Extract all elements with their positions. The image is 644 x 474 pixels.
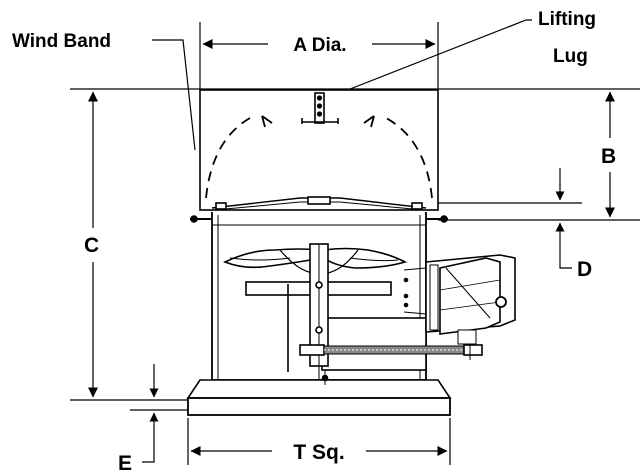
- arc-arrow-right: [363, 115, 375, 128]
- label-lifting: Lifting: [538, 9, 596, 30]
- damper-arc-right: [385, 117, 433, 199]
- motor: [439, 257, 507, 345]
- e-leader: [142, 445, 155, 463]
- impeller: [223, 247, 408, 296]
- label-wind-band: Wind Band: [12, 31, 111, 52]
- damper-arc-left: [205, 117, 251, 199]
- dimension-lines: [70, 19, 640, 465]
- label-lug: Lug: [553, 46, 588, 67]
- wind-band-leader: [152, 39, 196, 151]
- label-a-dia: A Dia.: [293, 35, 346, 56]
- label-b: B: [601, 145, 616, 168]
- curb-base: [186, 379, 452, 416]
- label-e: E: [118, 452, 132, 474]
- label-c: C: [84, 234, 99, 257]
- labels: Wind Band A Dia. Lifting Lug B C D E T S…: [12, 9, 616, 474]
- label-d: D: [577, 258, 592, 281]
- lifting-lug: [301, 92, 339, 124]
- arc-arrow-left: [261, 115, 273, 128]
- label-t-sq: T Sq.: [293, 441, 344, 464]
- d-leader: [559, 255, 572, 269]
- belt-drive: [299, 340, 483, 360]
- drive-pedestal: [287, 243, 427, 385]
- fan-unit: [186, 89, 516, 416]
- lifting-lug-leader: [321, 19, 532, 102]
